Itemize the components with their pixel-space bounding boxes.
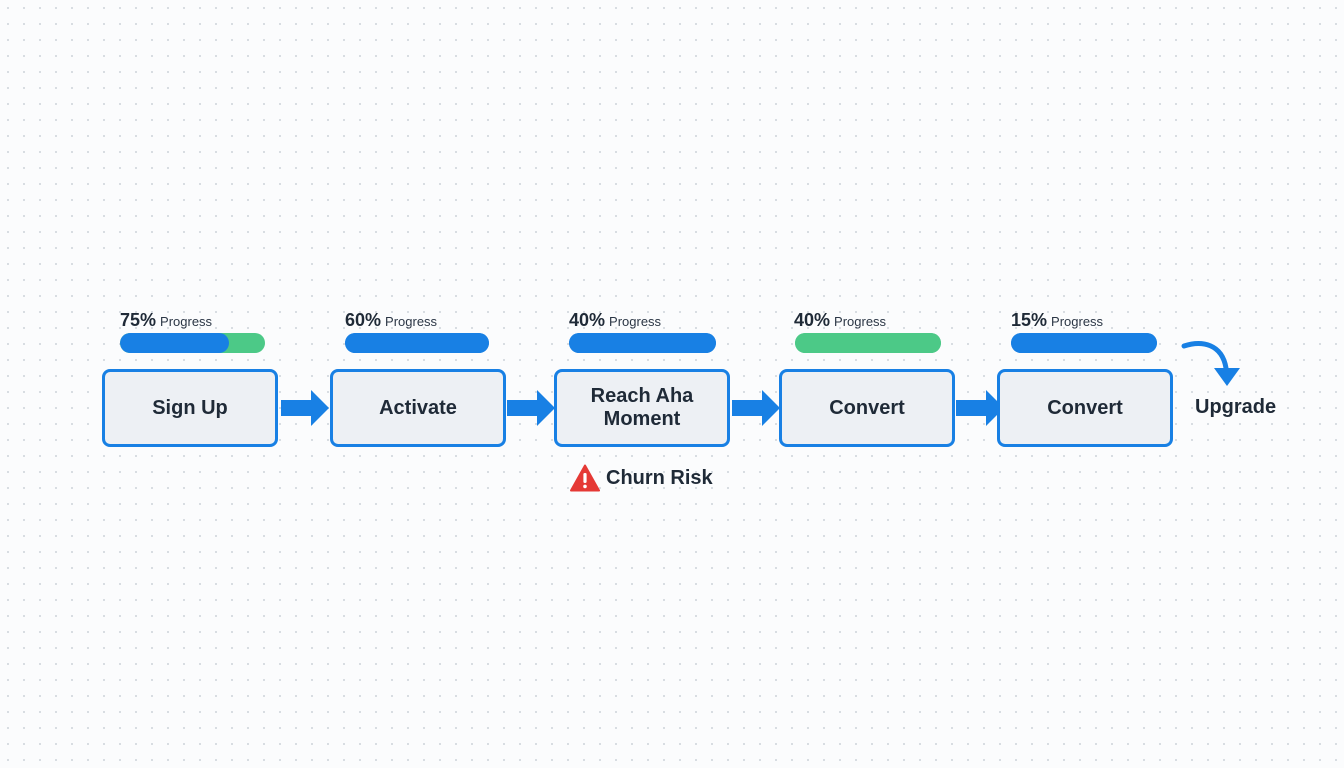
stage-2-progress-word: Progress bbox=[385, 314, 438, 329]
stage-1-box[interactable]: Sign Up bbox=[102, 369, 278, 447]
stage-2-progress-label: 60%Progress bbox=[345, 310, 437, 332]
stage-2-progress-fill bbox=[345, 333, 489, 353]
churn-risk-callout: Churn Risk bbox=[570, 464, 713, 492]
stage-5-label: Convert bbox=[1047, 396, 1123, 419]
stage-5-percent: 15% bbox=[1011, 310, 1048, 330]
stage-3-box[interactable]: Reach Aha Moment bbox=[554, 369, 730, 447]
stage-1-percent: 75% bbox=[120, 310, 157, 330]
stage-2-label: Activate bbox=[379, 396, 457, 419]
stage-5-progress-fill bbox=[1011, 333, 1157, 353]
stage-1-progress-bar bbox=[120, 333, 265, 353]
stage-4-box[interactable]: Convert bbox=[779, 369, 955, 447]
stage-5-progress-label: 15%Progress bbox=[1011, 310, 1103, 332]
stage-2-box[interactable]: Activate bbox=[330, 369, 506, 447]
stage-4-progress-fill bbox=[795, 333, 941, 353]
churn-risk-label: Churn Risk bbox=[606, 466, 713, 489]
stage-4-label: Convert bbox=[829, 396, 905, 419]
stage-3-label: Reach Aha Moment bbox=[590, 385, 694, 430]
stage-1-progress-label: 75%Progress bbox=[120, 310, 212, 332]
stage-2-progress-bar bbox=[345, 333, 489, 353]
warning-triangle-icon bbox=[570, 464, 600, 492]
connector-arrow-3 bbox=[732, 390, 780, 426]
stage-1-label: Sign Up bbox=[152, 396, 228, 419]
stage-3-progress-bar bbox=[569, 333, 716, 353]
stage-2-percent: 60% bbox=[345, 310, 382, 330]
stage-4-progress-label: 40%Progress bbox=[794, 310, 886, 332]
stage-3-progress-fill bbox=[569, 333, 716, 353]
stage-5-box[interactable]: Convert bbox=[997, 369, 1173, 447]
upgrade-label: Upgrade bbox=[1195, 396, 1277, 418]
curved-arrow-down-icon bbox=[1181, 341, 1240, 386]
stage-3-progress-label: 40%Progress bbox=[569, 310, 661, 332]
stage-4-progress-bar bbox=[795, 333, 941, 353]
stage-3-progress-word: Progress bbox=[609, 314, 662, 329]
connector-arrow-4 bbox=[956, 390, 1004, 426]
stage-1-progress-word: Progress bbox=[160, 314, 213, 329]
stage-4-progress-word: Progress bbox=[834, 314, 887, 329]
stage-5-progress-bar bbox=[1011, 333, 1157, 353]
connector-arrow-1 bbox=[281, 390, 329, 426]
stage-4-percent: 40% bbox=[794, 310, 831, 330]
stage-5-progress-word: Progress bbox=[1051, 314, 1104, 329]
stage-1-progress-fill bbox=[120, 333, 229, 353]
stage-3-percent: 40% bbox=[569, 310, 606, 330]
connector-arrow-2 bbox=[507, 390, 555, 426]
